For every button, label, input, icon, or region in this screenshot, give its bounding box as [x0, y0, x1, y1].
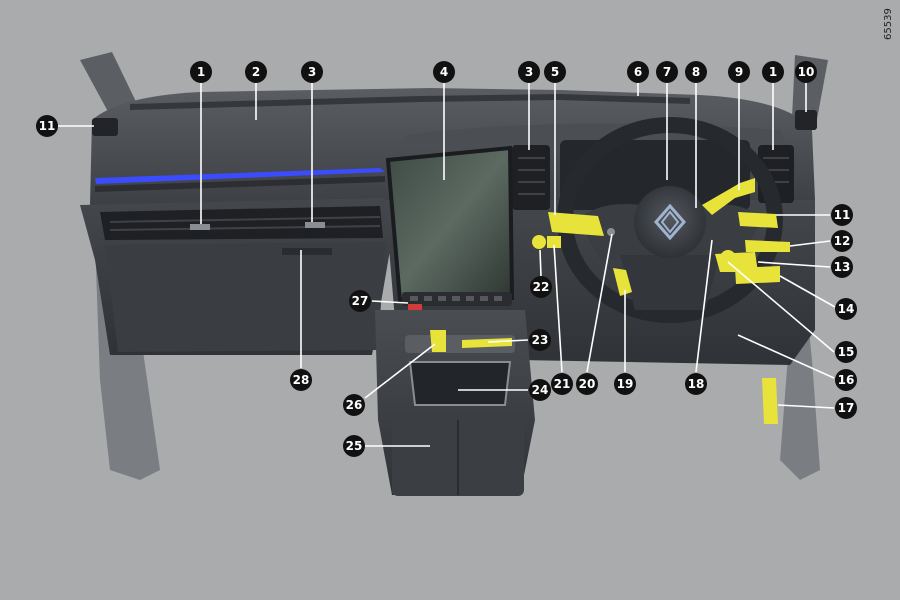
svg-text:21: 21: [554, 377, 571, 391]
callout-11a: 11: [36, 115, 58, 137]
callout-28: 28: [290, 369, 312, 391]
callout-1b: 1: [762, 61, 784, 83]
vent-tab-left: [190, 224, 210, 230]
svg-text:24: 24: [532, 383, 549, 397]
control-console-tray: [462, 338, 512, 348]
svg-text:3: 3: [308, 65, 316, 79]
glovebox-handle: [282, 248, 332, 255]
callouts: 1 2 3 4 3 5 6 7 8 9 1 10 11 11 12 13 14 …: [36, 61, 857, 457]
touchscreen: [385, 145, 515, 303]
control-right-stalk: [745, 240, 790, 252]
svg-text:14: 14: [838, 302, 855, 316]
control-console-switch: [430, 330, 446, 352]
callout-21: 21: [551, 373, 573, 395]
control-lower-stalk: [735, 266, 780, 284]
callout-13: 13: [831, 256, 853, 278]
svg-text:20: 20: [579, 377, 596, 391]
callout-7: 7: [656, 61, 678, 83]
callout-2: 2: [245, 61, 267, 83]
callout-27: 27: [349, 290, 371, 312]
callout-8: 8: [685, 61, 707, 83]
svg-text:11: 11: [39, 119, 56, 133]
svg-text:18: 18: [688, 377, 705, 391]
svg-text:1: 1: [197, 65, 205, 79]
callout-26: 26: [343, 394, 365, 416]
callout-19: 19: [614, 373, 636, 395]
svg-text:4: 4: [440, 65, 448, 79]
wheel-right-thumbwheel: [720, 250, 736, 266]
svg-text:11: 11: [834, 208, 851, 222]
control-hazard-switch: [547, 236, 561, 248]
callout-20: 20: [576, 373, 598, 395]
callout-1a: 1: [190, 61, 212, 83]
control-left-stalk: [548, 212, 604, 236]
svg-text:3: 3: [525, 65, 533, 79]
callout-23: 23: [529, 329, 551, 351]
control-right-wheel-buttons: [738, 212, 778, 228]
door-right: [780, 240, 820, 480]
control-start-button: [532, 235, 546, 249]
control-wiper-stalk-upper: [702, 178, 755, 215]
leader-lines: [58, 82, 836, 447]
callout-4: 4: [433, 61, 455, 83]
side-vent-far-right: [795, 110, 817, 130]
callout-10: 10: [795, 61, 817, 83]
svg-text:2: 2: [252, 65, 260, 79]
svg-text:23: 23: [532, 333, 549, 347]
callout-11b: 11: [831, 204, 853, 226]
center-vent-right: [512, 145, 550, 210]
callout-25: 25: [343, 435, 365, 457]
callout-17: 17: [835, 397, 857, 419]
brand-logo: [654, 203, 686, 241]
callout-3b: 3: [518, 61, 540, 83]
svg-text:28: 28: [293, 373, 310, 387]
svg-text:13: 13: [834, 260, 851, 274]
control-column-lever: [613, 268, 632, 296]
side-vent-left: [92, 118, 118, 136]
center-vent-slats: [518, 157, 545, 195]
svg-text:10: 10: [798, 65, 815, 79]
svg-text:15: 15: [838, 345, 855, 359]
callout-5: 5: [544, 61, 566, 83]
svg-text:19: 19: [617, 377, 634, 391]
svg-text:6: 6: [634, 65, 642, 79]
svg-text:9: 9: [735, 65, 743, 79]
svg-text:12: 12: [834, 234, 851, 248]
callout-3a: 3: [301, 61, 323, 83]
callout-24: 24: [529, 379, 551, 401]
svg-text:7: 7: [663, 65, 671, 79]
highlighted-controls: [430, 178, 790, 424]
control-pedal: [762, 378, 778, 424]
svg-text:8: 8: [692, 65, 700, 79]
callout-12: 12: [831, 230, 853, 252]
svg-text:27: 27: [352, 294, 369, 308]
svg-text:25: 25: [346, 439, 363, 453]
defrost-strip: [130, 94, 690, 110]
passenger-vent: [100, 206, 383, 240]
svg-text:16: 16: [838, 373, 855, 387]
svg-text:17: 17: [838, 401, 855, 415]
figure-code: 65539: [883, 8, 894, 40]
callout-9: 9: [728, 61, 750, 83]
callout-14: 14: [835, 298, 857, 320]
vent-tab-right: [305, 222, 325, 228]
screen-buttons: [410, 296, 502, 301]
instrument-cluster: [560, 140, 750, 210]
glovebox: [105, 242, 385, 352]
svg-text:22: 22: [533, 280, 550, 294]
callout-15: 15: [835, 341, 857, 363]
svg-text:1: 1: [769, 65, 777, 79]
console-cupholder: [408, 361, 512, 406]
svg-text:5: 5: [551, 65, 559, 79]
callout-16: 16: [835, 369, 857, 391]
callout-22: 22: [530, 276, 552, 298]
wheel-left-thumbwheel: [607, 228, 615, 236]
hazard-button: [408, 304, 422, 310]
svg-text:26: 26: [346, 398, 363, 412]
callout-18: 18: [685, 373, 707, 395]
callout-6: 6: [627, 61, 649, 83]
